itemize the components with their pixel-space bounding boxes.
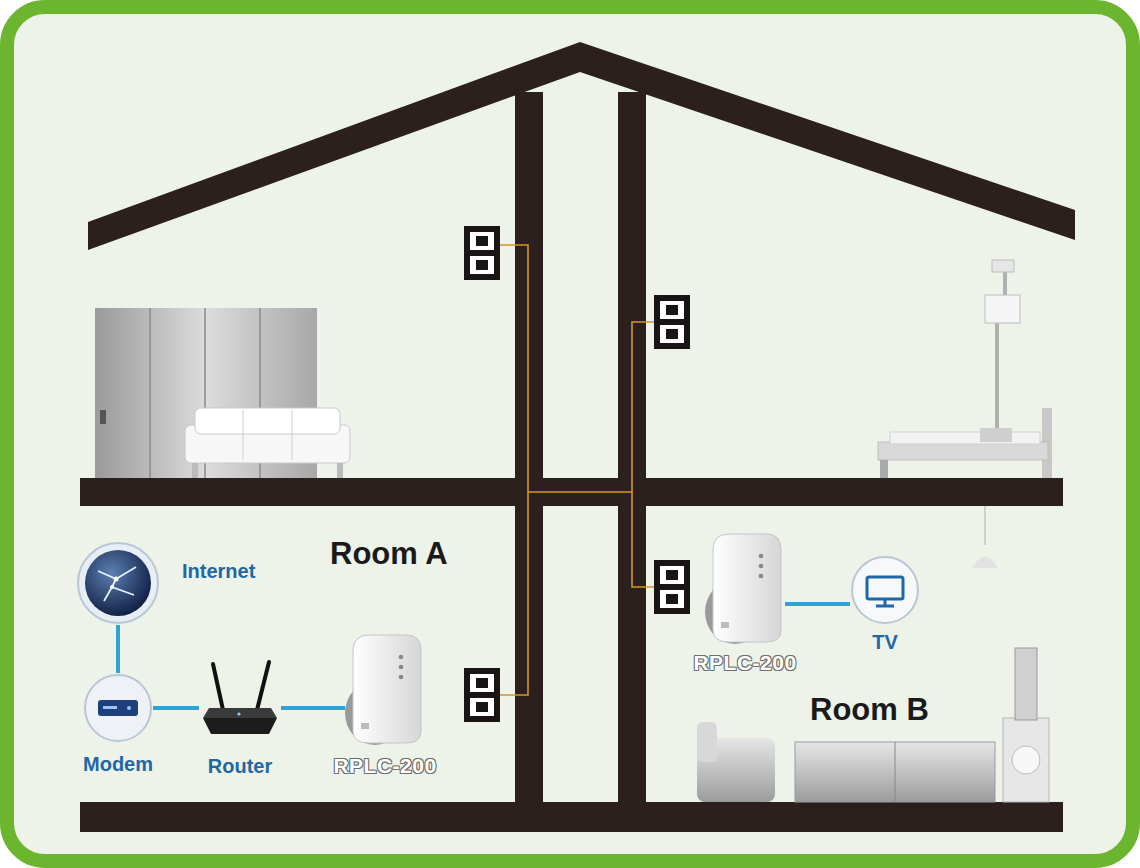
- device-label: Modem: [83, 753, 153, 776]
- room-label: Room A: [330, 536, 448, 572]
- cable-connector: [118, 625, 119, 673]
- internet-node: Internet: [76, 541, 160, 625]
- room-label: Room B: [810, 692, 929, 728]
- modem-node: Modem: [83, 673, 153, 743]
- cable-connector: [281, 708, 345, 709]
- cable-connector: [153, 708, 199, 709]
- tv-node: TV: [850, 555, 920, 625]
- device-label: Router: [208, 755, 272, 778]
- router-node: Router: [199, 658, 281, 744]
- device-label: Internet: [182, 560, 255, 583]
- globe-icon: [76, 541, 160, 625]
- plug-icon: [705, 530, 785, 645]
- device-label: TV: [872, 631, 898, 654]
- cable-connector: [785, 604, 850, 605]
- plug-icon: [345, 631, 425, 746]
- powerline-adapter: RPLC-200: [345, 631, 425, 746]
- tv-icon: [850, 555, 920, 625]
- device-label: RPLC-200: [693, 651, 796, 675]
- modem-icon: [83, 673, 153, 743]
- powerline-adapter: RPLC-200: [705, 530, 785, 645]
- device-label: RPLC-200: [333, 754, 436, 778]
- router-icon: [199, 658, 281, 744]
